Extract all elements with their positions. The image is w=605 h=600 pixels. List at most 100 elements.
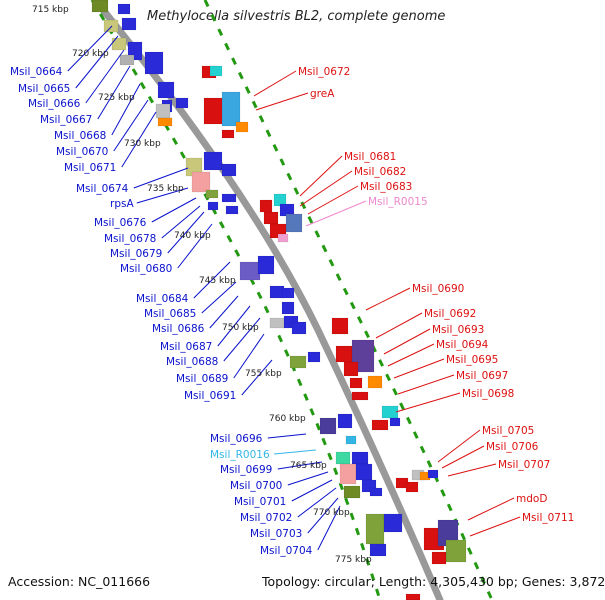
gene-feature[interactable] [263,211,279,225]
gene-label-left[interactable]: Msil_0686 [152,323,205,335]
gene-feature[interactable] [369,543,387,557]
gene-label-left[interactable]: Msil_0671 [64,162,116,174]
gene-feature[interactable] [119,54,135,66]
gene-label-left[interactable]: Msil_0688 [166,356,218,368]
gene-feature[interactable] [155,103,171,119]
gene-feature[interactable] [207,201,219,211]
gene-feature[interactable] [239,261,261,281]
gene-label-right[interactable]: Msil_0695 [446,354,498,366]
gene-feature[interactable] [221,129,235,139]
gene-feature[interactable] [121,17,137,31]
gene-feature[interactable] [343,485,361,499]
gene-label-left[interactable]: Msil_0680 [120,263,172,275]
gene-label-left[interactable]: Msil_0700 [230,480,282,492]
gene-feature[interactable] [343,361,359,377]
gene-label-left[interactable]: Msil_0685 [144,308,196,320]
gene-feature[interactable] [427,469,439,479]
gene-label-left[interactable]: Msil_0665 [18,83,70,95]
gene-label-left[interactable]: rpsA [110,198,134,210]
gene-label-left[interactable]: Msil_0704 [260,545,313,557]
gene-feature[interactable] [381,405,399,419]
gene-label-left[interactable]: Msil_0676 [94,217,147,229]
gene-label-right[interactable]: Msil_0693 [432,324,484,336]
gene-label-right[interactable]: Msil_0672 [298,66,350,78]
gene-label-left[interactable]: Msil_0664 [10,66,63,78]
gene-label-right[interactable]: mdoD [516,493,547,505]
gene-label-left[interactable]: Msil_0666 [28,98,81,110]
gene-feature[interactable] [281,301,295,315]
gene-feature[interactable] [277,233,289,243]
gene-label-left[interactable]: Msil_0674 [76,183,129,195]
gene-label-left[interactable]: Msil_0687 [160,341,212,353]
gene-feature[interactable] [307,351,321,363]
gene-feature[interactable] [117,3,131,15]
gene-feature[interactable] [405,481,419,493]
gene-label-left[interactable]: Msil_0684 [136,293,189,305]
gene-feature[interactable] [371,419,389,431]
gene-label-right[interactable]: Msil_0683 [360,181,412,193]
gene-feature[interactable] [209,65,223,77]
gene-feature[interactable] [103,19,119,33]
gene-feature[interactable] [221,193,237,203]
gene-feature[interactable] [369,487,383,497]
gene-feature[interactable] [351,451,369,465]
gene-feature[interactable] [191,171,211,193]
gene-feature[interactable] [269,317,285,329]
gene-label-right[interactable]: Msil_0706 [486,441,539,453]
gene-label-right[interactable]: Msil_0694 [436,339,489,351]
gene-feature[interactable] [365,513,385,545]
gene-label-left[interactable]: Msil_0702 [240,512,292,524]
gene-label-left[interactable]: Msil_0691 [184,390,236,402]
gene-label-right[interactable]: Msil_R0015 [368,196,428,208]
gene-feature[interactable] [405,593,421,600]
gene-label-left[interactable]: Msil_R0016 [210,449,270,461]
gene-label-left[interactable]: Msil_0696 [210,433,263,445]
gene-label-left[interactable]: Msil_0678 [104,233,156,245]
gene-label-left[interactable]: Msil_0668 [54,130,106,142]
gene-feature[interactable] [339,463,357,485]
gene-feature[interactable] [319,417,337,435]
gene-feature[interactable] [289,355,307,369]
gene-feature[interactable] [389,417,401,427]
gene-feature[interactable] [335,451,351,465]
gene-feature[interactable] [291,321,307,335]
gene-feature[interactable] [203,151,223,171]
gene-label-left[interactable]: Msil_0689 [176,373,228,385]
gene-feature[interactable] [203,97,225,125]
gene-feature[interactable] [221,91,241,127]
gene-label-right[interactable]: Msil_0707 [498,459,550,471]
gene-feature[interactable] [111,37,127,51]
gene-label-right[interactable]: Msil_0682 [354,166,406,178]
gene-label-right[interactable]: Msil_0711 [522,512,574,524]
gene-label-left[interactable]: Msil_0701 [234,496,286,508]
gene-feature[interactable] [157,81,175,99]
gene-label-left[interactable]: Msil_0699 [220,464,272,476]
gene-label-right[interactable]: Msil_0681 [344,151,396,163]
gene-label-right[interactable]: Msil_0697 [456,370,508,382]
gene-label-left[interactable]: Msil_0679 [110,248,162,260]
gene-feature[interactable] [259,199,273,213]
gene-label-right[interactable]: greA [310,88,335,100]
gene-feature[interactable] [157,117,173,127]
gene-feature[interactable] [355,463,373,481]
gene-feature[interactable] [445,539,467,563]
gene-label-left[interactable]: Msil_0667 [40,114,92,126]
gene-feature[interactable] [225,205,239,215]
gene-label-left[interactable]: Msil_0670 [56,146,108,158]
gene-feature[interactable] [351,391,369,401]
gene-feature[interactable] [221,163,237,177]
gene-label-left[interactable]: Msil_0703 [250,528,302,540]
gene-feature[interactable] [383,513,403,533]
gene-feature[interactable] [349,377,363,389]
gene-feature[interactable] [281,287,295,299]
gene-label-right[interactable]: Msil_0705 [482,425,534,437]
gene-feature[interactable] [335,345,353,363]
gene-feature[interactable] [285,213,303,233]
gene-feature[interactable] [175,97,189,109]
gene-label-right[interactable]: Msil_0690 [412,283,464,295]
gene-feature[interactable] [345,435,357,445]
gene-feature[interactable] [367,375,383,389]
gene-feature[interactable] [431,551,447,565]
gene-feature[interactable] [144,51,164,75]
